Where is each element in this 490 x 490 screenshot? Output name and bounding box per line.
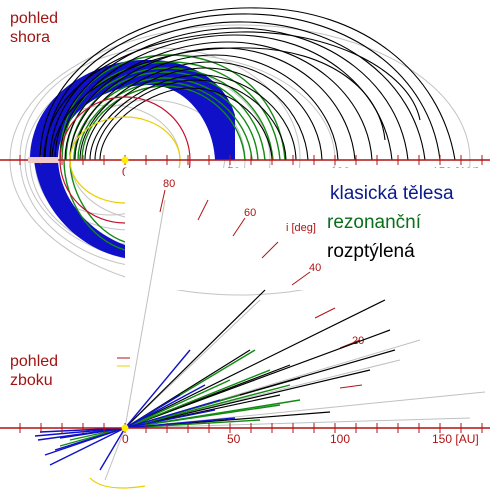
side-tick-0: 0 [122,432,129,446]
angle-label-80: 80 [163,178,175,190]
inclination-axis-label: i [deg] [286,222,316,234]
side-green-lines [59,349,301,447]
tick-mark-30 [314,307,336,319]
angle-label-40: 40 [309,262,321,274]
top-axis-highlight [28,157,58,163]
angle-label-20: 20 [352,335,364,347]
sun-side [121,424,129,432]
sun-top [121,156,129,164]
tick-mark-80 [159,189,166,213]
side-view-title: pohled [10,353,58,370]
legend: klasická tělesa rezonanční rozptýlená [327,183,454,262]
side-small-markers [117,357,130,367]
angle-label-60: 60 [244,207,256,219]
inclination-guides: 80 60 40 20 i [deg] [159,178,364,389]
side-tick-50: 50 [227,432,241,446]
legend-scattered: rozptýlená [327,241,415,262]
legend-resonant: rezonanční [327,212,422,233]
side-view-panel: 0 50 100 150 [AU] pohled zboku [0,199,490,489]
scattered-orbits-black [39,7,456,161]
side-view-subtitle: zboku [10,372,53,389]
panel-mask [125,168,490,290]
tick-mark-40 [291,271,311,286]
side-tick-100: 100 [330,432,350,446]
tick-mark-10 [339,384,363,389]
side-tick-150-unit: 150 [AU] [432,432,479,446]
tick-mark-50 [261,241,279,259]
tick-mark-60 [232,217,246,237]
side-planet-arc [89,477,146,489]
top-view-subtitle: shora [10,29,50,46]
top-view-title: pohled [10,10,58,27]
legend-classical: klasická tělesa [330,183,454,204]
side-blue-lines [34,349,236,471]
tick-mark-70 [197,199,209,221]
